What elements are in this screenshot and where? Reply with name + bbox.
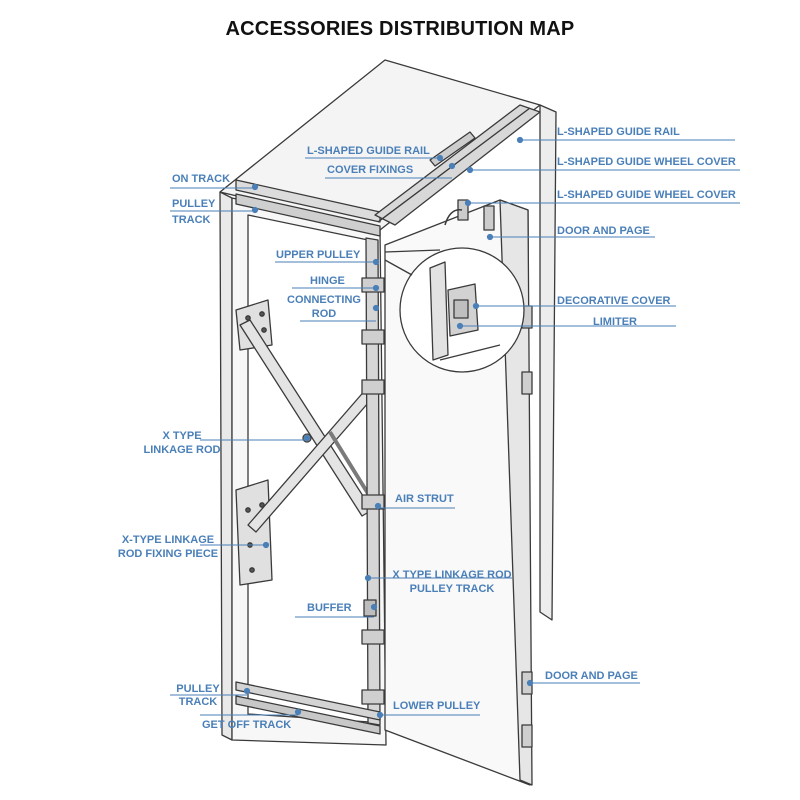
label-x-type-linkage-rod-1: X TYPE	[162, 430, 202, 442]
label-x-type-fixing-2: ROD FIXING PIECE	[117, 548, 219, 560]
label-pulley-track-bottom-2: TRACK	[178, 696, 218, 708]
label-door-and-page-bottom: DOOR AND PAGE	[545, 670, 638, 682]
door-hinge-low	[521, 724, 533, 748]
label-pulley-track-bottom-1: PULLEY	[176, 683, 220, 695]
label-limiter: LIMITER	[593, 316, 637, 328]
cabinet-right-side	[539, 104, 557, 621]
label-air-strut: AIR STRUT	[395, 493, 454, 505]
label-x-type-fixing-1: X-TYPE LINKAGE	[121, 534, 215, 546]
label-x-type-pulley-track-2: PULLEY TRACK	[409, 583, 495, 595]
label-get-off-track: GET OFF TRACK	[202, 719, 292, 731]
label-l-shaped-guide-rail-right: L-SHAPED GUIDE RAIL	[557, 126, 680, 138]
label-l-shaped-guide-wheel-cover-2: L-SHAPED GUIDE WHEEL COVER	[557, 189, 736, 201]
get-off-track	[235, 695, 381, 735]
top-track	[235, 179, 381, 223]
label-hinge: HINGE	[310, 275, 345, 287]
leader-lines	[170, 136, 740, 719]
label-door-and-page-top: DOOR AND PAGE	[557, 225, 650, 237]
label-connecting-rod-2: ROD	[311, 308, 337, 320]
l-shaped-guide-rail	[374, 104, 541, 226]
label-buffer: BUFFER	[307, 602, 352, 614]
label-upper-pulley: UPPER PULLEY	[276, 249, 361, 261]
bottom-pulley-track	[235, 681, 381, 721]
label-cover-fixings: COVER FIXINGS	[327, 164, 414, 176]
air-strut-body	[328, 430, 374, 502]
cabinet-left-front-post	[219, 191, 233, 741]
label-connecting-rod-1: CONNECTING	[287, 294, 361, 306]
label-decorative-cover: DECORATIVE COVER	[557, 295, 671, 307]
top-pulley-track	[235, 193, 381, 237]
label-lower-pulley: LOWER PULLEY	[393, 700, 481, 712]
label-l-shaped-guide-wheel-cover-1: L-SHAPED GUIDE WHEEL COVER	[557, 156, 736, 168]
page-title: ACCESSORIES DISTRIBUTION MAP	[225, 18, 575, 40]
label-pulley-track-top-2: TRACK	[172, 214, 211, 226]
label-x-type-linkage-rod-2: LINKAGE ROD	[143, 444, 221, 456]
label-x-type-pulley-track-1: X TYPE LINKAGE ROD	[392, 569, 512, 581]
label-pulley-track-top-1: PULLEY	[172, 198, 216, 210]
door-hinge-mid	[521, 371, 533, 395]
vertical-pulley-track	[365, 237, 381, 726]
label-l-shaped-guide-rail-left: L-SHAPED GUIDE RAIL	[307, 145, 430, 157]
label-on-track: ON TRACK	[172, 173, 231, 185]
